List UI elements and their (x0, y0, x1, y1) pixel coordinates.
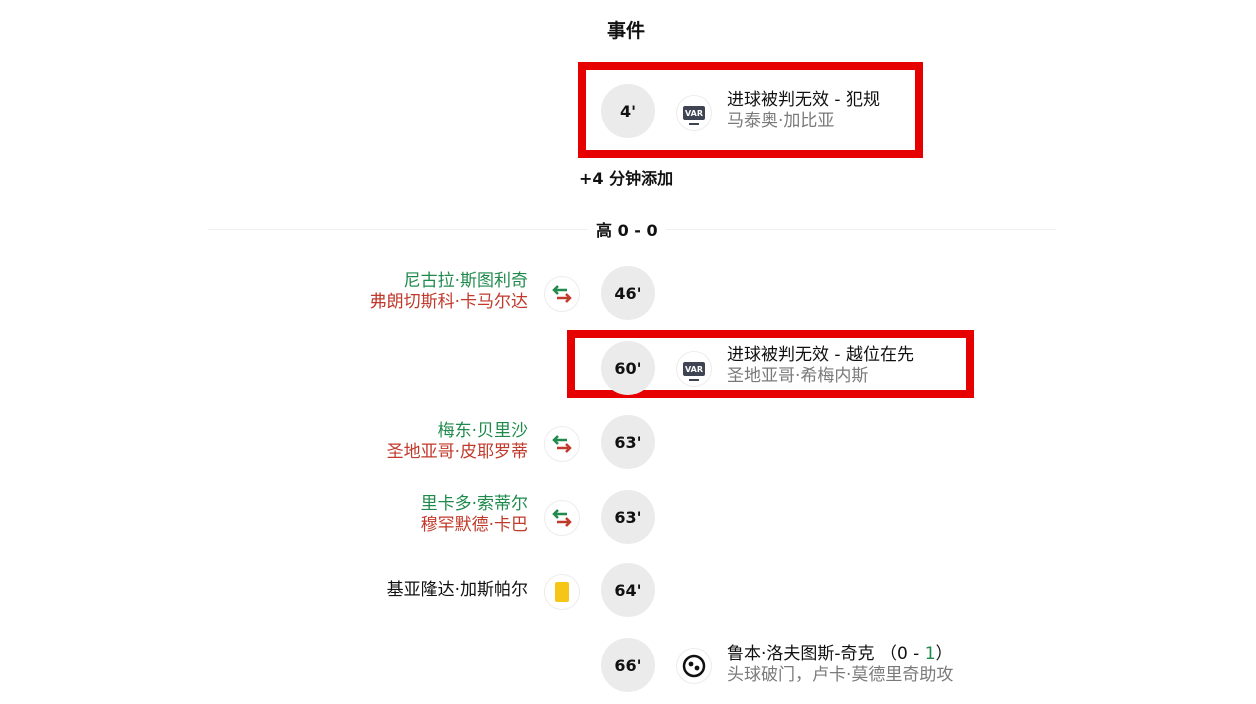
card-icon-wrap (544, 574, 580, 610)
event-title: 进球被判无效 - 犯规 (727, 90, 880, 110)
event-minute: 63' (601, 415, 655, 469)
var-icon: VAR (683, 362, 705, 381)
score-prefix: （0 - (879, 644, 925, 664)
substitution-icon (544, 426, 580, 462)
booked-player[interactable]: 基亚隆达·加斯帕尔 (386, 580, 528, 600)
event-title: 进球被判无效 - 越位在先 (727, 345, 914, 365)
event-text: 进球被判无效 - 犯规 马泰奥·加比亚 (727, 90, 880, 132)
player-out[interactable]: 圣地亚哥·皮耶罗蒂 (386, 442, 528, 462)
booked-player-wrap: 基亚隆达·加斯帕尔 (387, 580, 528, 601)
player-out[interactable]: 弗朗切斯科·卡马尔达 (369, 292, 528, 312)
event-subtitle: 圣地亚哥·希梅内斯 (727, 366, 869, 386)
score-new: 1 (924, 644, 936, 664)
substitution-players: 梅东·贝里沙 圣地亚哥·皮耶罗蒂 (387, 421, 528, 463)
player-in[interactable]: 尼古拉·斯图利奇 (403, 271, 528, 291)
substitution-icon (544, 500, 580, 536)
event-text: 鲁本·洛夫图斯-奇克 （0 - 1） 头球破门，卢卡·莫德里奇助攻 (727, 644, 953, 686)
player-out[interactable]: 穆罕默德·卡巴 (420, 515, 528, 535)
player-in[interactable]: 里卡多·索蒂尔 (420, 494, 528, 514)
event-minute: 66' (601, 638, 655, 692)
highlight-box (567, 330, 974, 398)
section-title: 事件 (607, 20, 646, 42)
goal-scorer[interactable]: 鲁本·洛夫图斯-奇克 (727, 644, 875, 664)
score-suffix: ） (935, 644, 953, 664)
goal-title: 鲁本·洛夫图斯-奇克 （0 - 1） (727, 644, 953, 665)
half-score-label: 高 0 - 0 (588, 217, 666, 241)
yellow-card-icon (555, 582, 569, 602)
goal-ball-icon (682, 654, 706, 678)
substitution-icon (544, 276, 580, 312)
event-subtitle: 马泰奥·加比亚 (727, 111, 835, 131)
var-icon: VAR (683, 106, 705, 125)
substitution-players: 尼古拉·斯图利奇 弗朗切斯科·卡马尔达 (370, 271, 528, 313)
substitution-players: 里卡多·索蒂尔 穆罕默德·卡巴 (421, 494, 528, 536)
event-text: 进球被判无效 - 越位在先 圣地亚哥·希梅内斯 (727, 345, 914, 387)
player-in[interactable]: 梅东·贝里沙 (437, 421, 528, 441)
event-minute: 63' (601, 490, 655, 544)
event-minute: 64' (601, 563, 655, 617)
added-time-label: +4 分钟添加 (579, 169, 674, 188)
highlight-box (578, 62, 923, 158)
event-subtitle: 头球破门，卢卡·莫德里奇助攻 (727, 665, 954, 685)
event-minute: 4' (601, 84, 655, 138)
event-icon-wrap: VAR (676, 351, 712, 387)
event-icon-wrap: VAR (676, 95, 712, 131)
event-icon-wrap (676, 648, 712, 684)
event-minute: 60' (601, 341, 655, 395)
event-minute: 46' (601, 266, 655, 320)
